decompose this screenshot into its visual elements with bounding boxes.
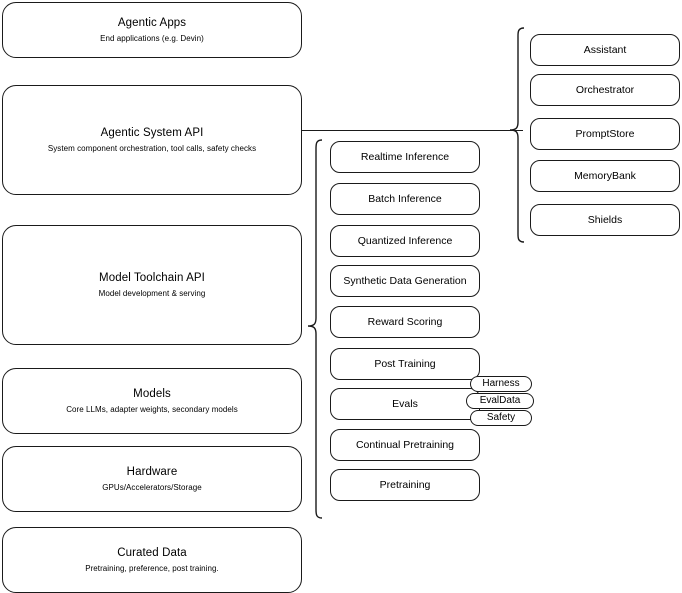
layer-title: Curated Data bbox=[117, 546, 187, 559]
component-label: PromptStore bbox=[575, 128, 635, 140]
toolchain-component-reward-scoring[interactable]: Reward Scoring bbox=[330, 306, 480, 338]
system-component-memorybank[interactable]: MemoryBank bbox=[530, 160, 680, 192]
layer-subtitle: System component orchestration, tool cal… bbox=[47, 143, 257, 153]
toolchain-component-batch-inference[interactable]: Batch Inference bbox=[330, 183, 480, 215]
component-label: Continual Pretraining bbox=[355, 439, 455, 451]
toolchain-component-synthetic-data-generation[interactable]: Synthetic Data Generation bbox=[330, 265, 480, 297]
layer-title: Hardware bbox=[126, 465, 178, 478]
component-label: Pretraining bbox=[379, 479, 431, 491]
component-label: Batch Inference bbox=[368, 193, 442, 205]
component-label: Assistant bbox=[583, 44, 627, 56]
brace-toolchain-components bbox=[307, 139, 323, 519]
evals-subcomponent-harness[interactable]: Harness bbox=[470, 376, 532, 392]
component-label: Post Training bbox=[374, 358, 436, 370]
layer-box-models[interactable]: Models Core LLMs, adapter weights, secon… bbox=[2, 368, 302, 434]
component-label: Orchestrator bbox=[575, 84, 635, 96]
layer-box-curated-data[interactable]: Curated Data Pretraining, preference, po… bbox=[2, 527, 302, 593]
subcomponent-label: Safety bbox=[486, 412, 516, 423]
toolchain-component-realtime-inference[interactable]: Realtime Inference bbox=[330, 141, 480, 173]
evals-subcomponent-evaldata[interactable]: EvalData bbox=[466, 393, 534, 409]
subcomponent-label: Harness bbox=[482, 378, 520, 389]
layer-box-agentic-system-api[interactable]: Agentic System API System component orch… bbox=[2, 85, 302, 195]
layer-title: Agentic Apps bbox=[117, 16, 187, 29]
layer-subtitle: End applications (e.g. Devin) bbox=[100, 33, 204, 43]
component-label: Quantized Inference bbox=[357, 235, 453, 247]
component-label: Realtime Inference bbox=[360, 151, 450, 163]
system-component-promptstore[interactable]: PromptStore bbox=[530, 118, 680, 150]
toolchain-component-continual-pretraining[interactable]: Continual Pretraining bbox=[330, 429, 480, 461]
toolchain-component-post-training[interactable]: Post Training bbox=[330, 348, 480, 380]
toolchain-component-evals[interactable]: Evals bbox=[330, 388, 480, 420]
layer-title: Models bbox=[133, 387, 171, 400]
layer-subtitle: Pretraining, preference, post training. bbox=[85, 563, 219, 573]
layer-subtitle: Core LLMs, adapter weights, secondary mo… bbox=[66, 404, 238, 414]
toolchain-component-quantized-inference[interactable]: Quantized Inference bbox=[330, 225, 480, 257]
component-label: Shields bbox=[587, 214, 623, 226]
layer-box-model-toolchain-api[interactable]: Model Toolchain API Model development & … bbox=[2, 225, 302, 345]
component-label: Synthetic Data Generation bbox=[343, 275, 467, 287]
layer-subtitle: Model development & serving bbox=[98, 288, 206, 298]
subcomponent-label: EvalData bbox=[479, 395, 521, 406]
component-label: Reward Scoring bbox=[367, 316, 443, 328]
system-component-orchestrator[interactable]: Orchestrator bbox=[530, 74, 680, 106]
system-component-assistant[interactable]: Assistant bbox=[530, 34, 680, 66]
toolchain-component-pretraining[interactable]: Pretraining bbox=[330, 469, 480, 501]
brace-system-components bbox=[509, 27, 525, 243]
component-label: MemoryBank bbox=[574, 170, 636, 182]
layer-subtitle: GPUs/Accelerators/Storage bbox=[102, 482, 202, 492]
evals-subcomponent-safety[interactable]: Safety bbox=[470, 410, 532, 426]
component-label: Evals bbox=[392, 398, 418, 410]
connector-line-system-api-to-components bbox=[302, 130, 523, 131]
system-component-shields[interactable]: Shields bbox=[530, 204, 680, 236]
layer-title: Agentic System API bbox=[100, 126, 204, 139]
layer-title: Model Toolchain API bbox=[99, 271, 205, 284]
layer-box-hardware[interactable]: Hardware GPUs/Accelerators/Storage bbox=[2, 446, 302, 512]
layer-box-agentic-apps[interactable]: Agentic Apps End applications (e.g. Devi… bbox=[2, 2, 302, 58]
